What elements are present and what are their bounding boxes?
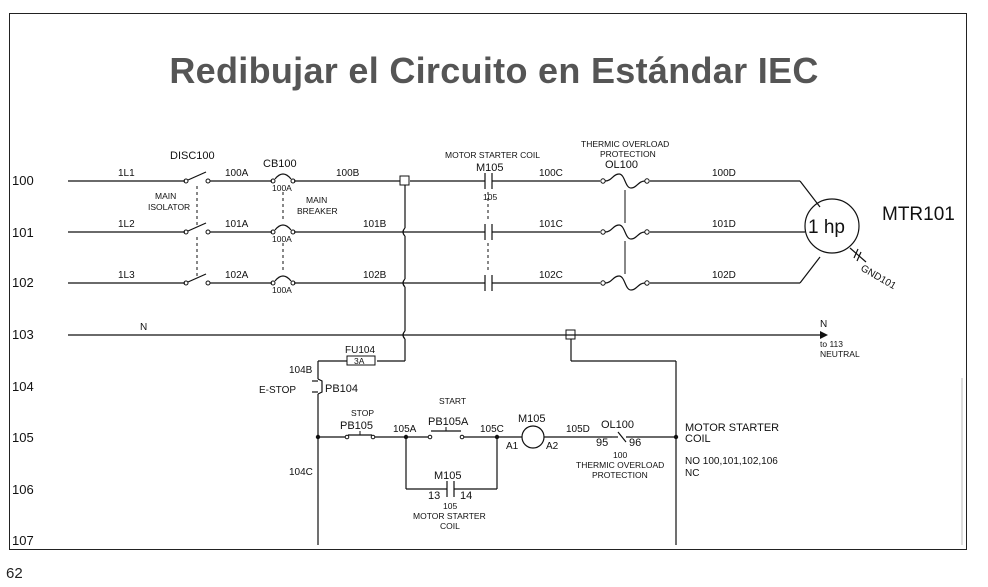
- wire-label: 102C: [539, 270, 563, 281]
- rung-number: 106: [12, 482, 34, 497]
- line-label-l2: 1L2: [118, 219, 135, 230]
- slide-title: Redibujar el Circuito en Estándar IEC: [169, 50, 819, 91]
- slide-frame: [9, 13, 967, 550]
- seal-in-t1: 13: [428, 490, 440, 502]
- power-wiring: [68, 180, 828, 339]
- starter-contacts: [484, 173, 493, 291]
- estop-tag: PB104: [325, 383, 358, 395]
- breaker-rating: 100A: [272, 183, 292, 193]
- starter-desc: MOTOR STARTER COIL: [445, 150, 540, 160]
- circuit-breaker: [270, 173, 296, 286]
- overload-tag: OL100: [605, 159, 638, 171]
- coil-a1: A1: [506, 441, 519, 452]
- ground-label: GND101: [859, 263, 899, 292]
- start-tag: PB105A: [428, 416, 469, 428]
- wire-label: 105D: [566, 424, 590, 435]
- wire-label: 102A: [225, 270, 249, 281]
- wire-label: 104B: [289, 365, 313, 376]
- coil-nc-refs: NC: [685, 468, 699, 479]
- motor-rating: 1 hp: [808, 217, 845, 238]
- seal-in-t2: 14: [460, 490, 472, 502]
- fuse-tag: FU104: [345, 345, 375, 356]
- wire-label: 100D: [712, 168, 736, 179]
- wire-label: 101D: [712, 219, 736, 230]
- breaker-desc: BREAKER: [297, 206, 338, 216]
- rung-number: 104: [12, 379, 34, 394]
- ol-contact-t2: 96: [629, 437, 641, 449]
- wire-label: 102D: [712, 270, 736, 281]
- coil-desc: COIL: [685, 433, 711, 445]
- wire-label: 101B: [363, 219, 387, 230]
- estop-desc: E-STOP: [259, 385, 296, 396]
- rung-number: 101: [12, 225, 34, 240]
- ol-contact-tag: OL100: [601, 419, 634, 431]
- starter-ref: 105: [483, 192, 497, 202]
- breaker-tag: CB100: [263, 158, 297, 170]
- wire-label: 102B: [363, 270, 387, 281]
- rung-number: 105: [12, 430, 34, 445]
- coil-no-refs: NO 100,101,102,106: [685, 456, 778, 467]
- start-desc: START: [439, 396, 466, 406]
- wire-label: 105A: [393, 424, 417, 435]
- coil-desc: MOTOR STARTER: [685, 422, 779, 434]
- thermal-overload: [600, 173, 650, 291]
- neutral-to: to 113: [820, 339, 843, 349]
- overload-desc: PROTECTION: [600, 149, 656, 159]
- ol-contact-t1: 95: [596, 437, 608, 449]
- disconnect-desc: MAIN: [155, 191, 176, 201]
- page-number: 62: [6, 565, 23, 582]
- rung-number: 100: [12, 173, 34, 188]
- seal-in-tag: M105: [434, 470, 462, 482]
- rung-number: 102: [12, 275, 34, 290]
- wire-label: 104C: [289, 467, 313, 478]
- stop-tag: PB105: [340, 420, 373, 432]
- motor: 1 hp MTR101 GND101: [804, 198, 955, 292]
- line-label-l1: 1L1: [118, 168, 135, 179]
- stop-desc: STOP: [351, 408, 374, 418]
- wire-label: 100B: [336, 168, 360, 179]
- disconnect-desc: ISOLATOR: [148, 202, 190, 212]
- ol-contact-ref: 100: [613, 450, 627, 460]
- seal-in-desc: COIL: [440, 521, 460, 531]
- disconnect-switch: [183, 171, 211, 286]
- wire-label: 101C: [539, 219, 563, 230]
- line-label-l3: 1L3: [118, 270, 135, 281]
- line-label-n: N: [140, 322, 147, 333]
- breaker-rating: 100A: [272, 285, 292, 295]
- control-wiring: 3A FU104 104B E-STOP PB104 STOP PB105 10…: [259, 175, 779, 545]
- coil-a2: A2: [546, 441, 559, 452]
- wire-label: 100C: [539, 168, 563, 179]
- breaker-rating: 100A: [272, 234, 292, 244]
- wire-label: 101A: [225, 219, 249, 230]
- seal-in-ref: 105: [443, 501, 457, 511]
- breaker-desc: MAIN: [306, 195, 327, 205]
- motor-tag: MTR101: [882, 204, 955, 225]
- wire-label: 100A: [225, 168, 249, 179]
- coil-tag: M105: [518, 413, 546, 425]
- disconnect-tag: DISC100: [170, 150, 215, 162]
- seal-in-desc: MOTOR STARTER: [413, 511, 486, 521]
- ol-contact-desc: PROTECTION: [592, 470, 648, 480]
- starter-tag: M105: [476, 162, 504, 174]
- rung-number: 103: [12, 327, 34, 342]
- rung-numbers: 100 101 102 103 104 105 106 107: [12, 173, 34, 548]
- wire-label: 105C: [480, 424, 504, 435]
- fuse-rating: 3A: [354, 356, 365, 366]
- overload-desc: THERMIC OVERLOAD: [581, 139, 669, 149]
- rung-number: 107: [12, 533, 34, 548]
- neutral-desc: NEUTRAL: [820, 349, 860, 359]
- neutral-label: N: [820, 319, 827, 330]
- ol-contact-desc: THERMIC OVERLOAD: [576, 460, 664, 470]
